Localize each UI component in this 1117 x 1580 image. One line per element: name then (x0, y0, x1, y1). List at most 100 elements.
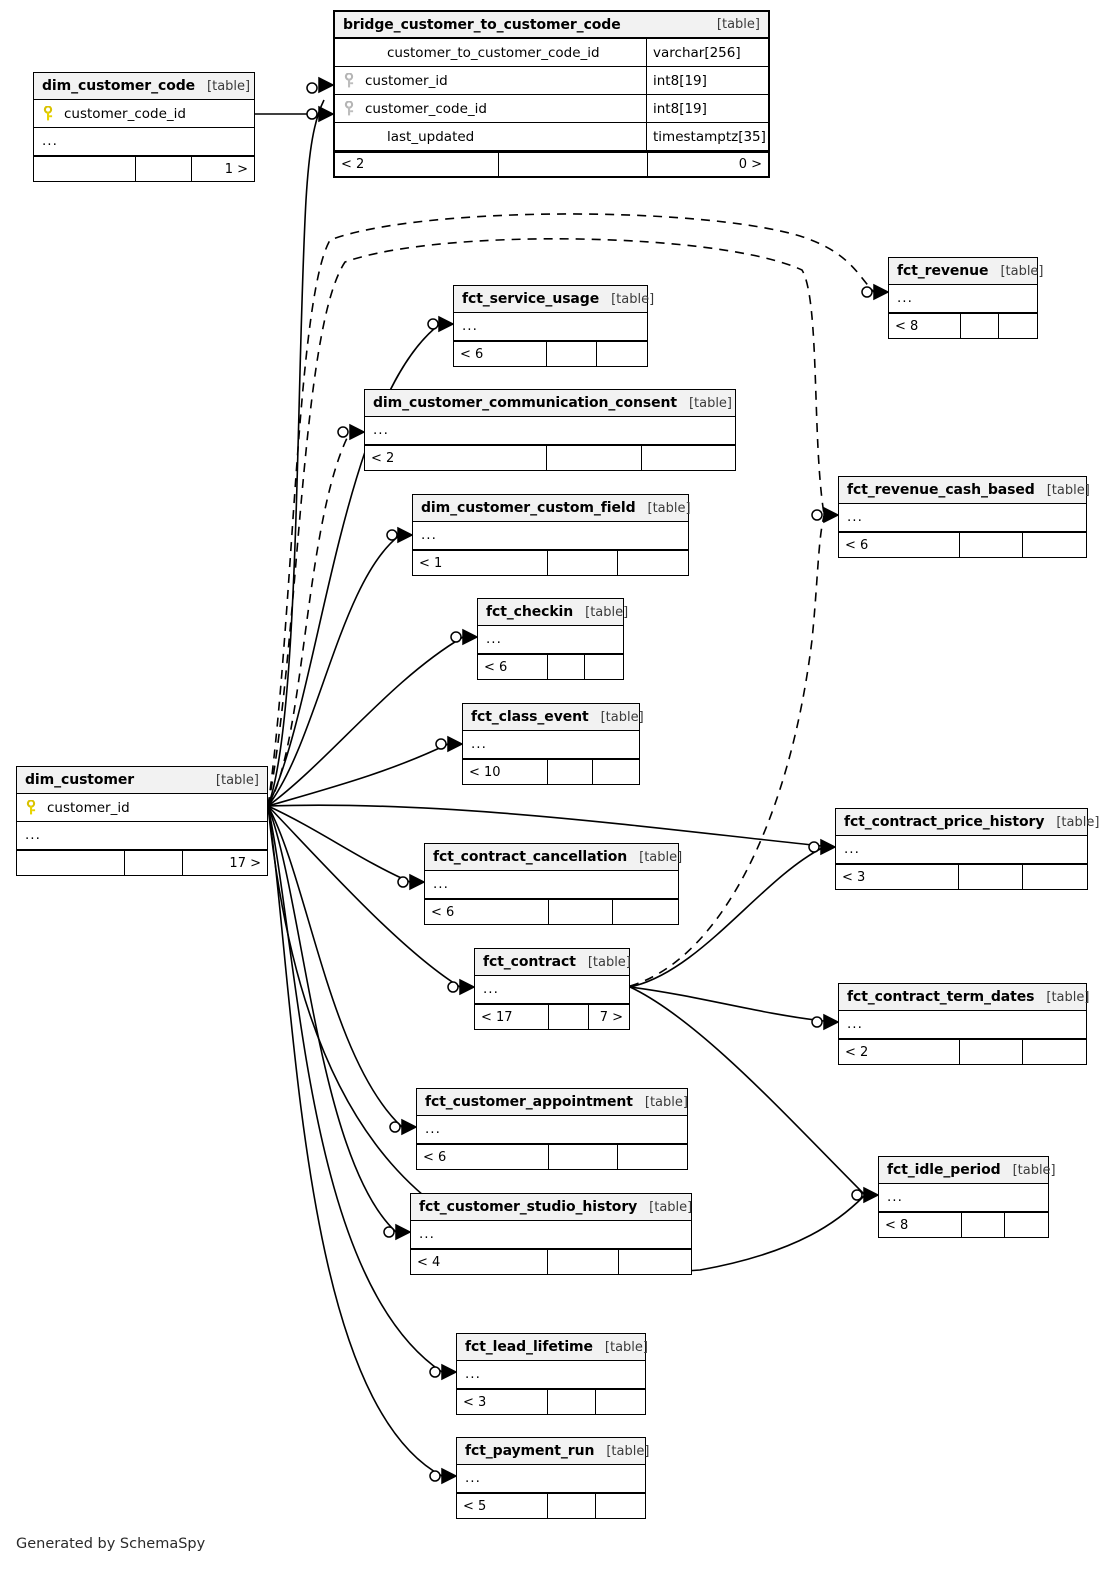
footer-cell-right (612, 900, 678, 924)
key-icon (343, 72, 357, 89)
footer-cell-mid (546, 1250, 619, 1274)
footer-cell-left: < 6 (431, 904, 455, 920)
table-more-columns-row: ... (889, 285, 1037, 313)
footer-cell-mid (546, 655, 585, 679)
generated-by-label: Generated by SchemaSpy (16, 1536, 206, 1552)
table-header-dim_customer: dim_customer[table] (17, 767, 267, 794)
ellipsis-label: ... (844, 840, 860, 857)
table-fct_revenue_cash_based[interactable]: fct_revenue_cash_based[table]...< 6 (838, 476, 1090, 558)
table-footer-fct_revenue: < 8 (889, 313, 1037, 338)
edge-dim-customer-to-dim-customer-communication-consent (267, 431, 351, 807)
table-fct_class_event[interactable]: fct_class_event[table]...< 10 (462, 703, 644, 785)
column-name-cell: customer_code_id (335, 100, 646, 117)
footer-cell-left: < 6 (845, 537, 869, 553)
table-column-row[interactable]: customer_code_id (34, 100, 254, 128)
table-fct_revenue[interactable]: fct_revenue [table]... < 8 (888, 257, 1044, 339)
footer-cell-left (34, 157, 135, 181)
table-dim_customer_communication_consent[interactable]: dim_customer_communication_consent[table… (364, 389, 736, 471)
table-type-tag: [table] (207, 78, 251, 94)
table-header-fct_service_usage: fct_service_usage[table] (454, 286, 654, 313)
footer-cell-left (17, 851, 124, 875)
table-fct_customer_appointment[interactable]: fct_customer_appointment[table]...< 6 (416, 1088, 688, 1170)
ellipsis-label: ... (421, 526, 437, 543)
table-fct_payment_run[interactable]: fct_payment_run[table]...< 5 (456, 1437, 650, 1519)
table-name-label: fct_revenue (897, 263, 989, 279)
table-fct_contract_price_history[interactable]: fct_contract_price_history[table]...< 3 (835, 808, 1099, 890)
column-name-label: last_updated (387, 128, 475, 145)
table-dim_customer[interactable]: dim_customer[table] customer_id... 17 > (16, 766, 268, 876)
column-type-label: int8[19] (646, 95, 768, 122)
table-type-tag: [table] (644, 1094, 688, 1110)
table-header-bridge_customer_to_customer_code: bridge_customer_to_customer_code[table] (335, 12, 768, 39)
ellipsis-label: ... (897, 289, 913, 306)
table-more-columns-row: ... (475, 976, 629, 1004)
footer-cell-mid (546, 1494, 596, 1518)
footer-cell-mid (135, 157, 191, 181)
table-name-label: fct_contract_term_dates (847, 989, 1035, 1005)
footer-cell-right (1022, 533, 1086, 557)
table-header-dim_customer_code: dim_customer_code [table] (34, 73, 254, 100)
table-more-columns-row: ... (879, 1184, 1048, 1212)
footer-cell-mid (546, 1390, 596, 1414)
table-dim_customer_code[interactable]: dim_customer_code [table] customer_code_id… (33, 72, 255, 182)
footer-cell-mid (959, 314, 999, 338)
table-fct_lead_lifetime[interactable]: fct_lead_lifetime[table]...< 3 (456, 1333, 648, 1415)
edge-dim-customer-to-bridge (267, 99, 325, 807)
table-header-fct_revenue: fct_revenue [table] (889, 258, 1044, 285)
table-fct_customer_studio_history[interactable]: fct_customer_studio_history[table]...< 4 (410, 1193, 692, 1275)
table-more-columns-row: ... (839, 504, 1086, 532)
table-fct_contract_term_dates[interactable]: fct_contract_term_dates[table]...< 2 (838, 983, 1089, 1065)
table-header-dim_customer_custom_field: dim_customer_custom_field[table] (413, 495, 691, 522)
table-footer-fct_lead_lifetime: < 3 (457, 1389, 645, 1414)
ellipsis-label: ... (462, 317, 478, 334)
table-fct_contract_cancellation[interactable]: fct_contract_cancellation[table]...< 6 (424, 843, 682, 925)
table-dim_customer_custom_field[interactable]: dim_customer_custom_field[table]... < 1 (412, 494, 691, 576)
table-type-tag: [table] (1046, 482, 1090, 498)
key-icon (343, 100, 357, 117)
footer-cell-left: < 1 (419, 555, 443, 571)
table-header-dim_customer_communication_consent: dim_customer_communication_consent[table… (365, 390, 735, 417)
table-footer-fct_checkin: < 6 (478, 654, 623, 679)
table-fct_checkin[interactable]: fct_checkin[table]...< 6 (477, 598, 628, 680)
table-header-fct_contract_price_history: fct_contract_price_history[table] (836, 809, 1099, 836)
table-type-tag: [table] (1000, 263, 1044, 279)
ellipsis-label: ... (25, 826, 41, 843)
column-name-cell: customer_id (17, 799, 267, 816)
footer-cell-left: < 2 (371, 450, 395, 466)
footer-cell-right (596, 342, 647, 366)
table-type-tag: [table] (606, 1443, 650, 1459)
ellipsis-label: ... (847, 508, 863, 525)
table-type-tag: [table] (716, 17, 760, 32)
ellipsis-label: ... (373, 421, 389, 438)
ellipsis-label: ... (425, 1120, 441, 1137)
table-more-columns-row: ... (839, 1011, 1086, 1039)
ellipsis-label: ... (486, 630, 502, 647)
footer-cell-mid (545, 342, 597, 366)
table-bridge_customer_to_customer_code[interactable]: bridge_customer_to_customer_code[table]c… (333, 10, 770, 178)
table-type-tag: [table] (688, 395, 733, 411)
table-header-fct_contract: fct_contract[table] (475, 949, 631, 976)
table-footer-dim_customer: 17 > (17, 850, 267, 875)
footer-cell-right (1022, 1040, 1086, 1064)
footer-cell-left: < 2 (341, 157, 365, 172)
edge-dim-customer-to-fct-contract-price-history (267, 804, 823, 847)
table-name-label: dim_customer_code (42, 78, 196, 94)
table-more-columns-row: ... (454, 313, 647, 341)
table-column-row[interactable]: customer_id (17, 794, 267, 822)
footer-cell-mid (547, 900, 613, 924)
table-fct_service_usage[interactable]: fct_service_usage[table]...< 6 (453, 285, 654, 367)
table-name-label: fct_contract (483, 954, 576, 970)
table-name-label: fct_customer_studio_history (419, 1199, 638, 1215)
table-fct_idle_period[interactable]: fct_idle_period[table]...< 8 (878, 1156, 1056, 1238)
table-header-fct_customer_studio_history: fct_customer_studio_history [table] (411, 1194, 693, 1221)
footer-cell-right (618, 1250, 691, 1274)
table-type-tag: [table] (611, 291, 655, 307)
table-type-tag: [table] (649, 1199, 693, 1215)
key-icon (343, 129, 357, 145)
footer-cell-right (998, 314, 1037, 338)
